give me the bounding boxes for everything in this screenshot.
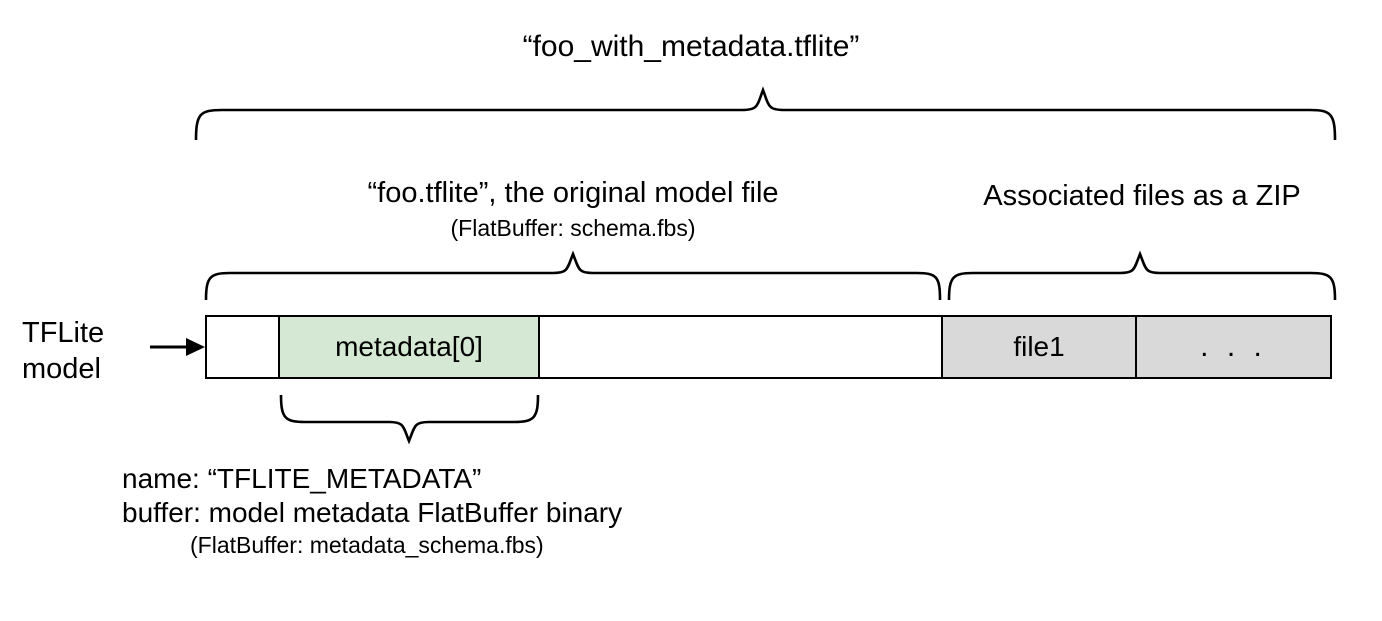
source-label-line1: TFLite: [22, 317, 105, 349]
source-label-line2: model: [22, 353, 101, 385]
left-group-sublabel: (FlatBuffer: schema.fbs): [450, 215, 696, 241]
brace-whole-file: [194, 86, 1337, 141]
page-title: “foo_with_metadata.tflite”: [522, 30, 860, 63]
metadata-note-schema: (FlatBuffer: metadata_schema.fbs): [190, 532, 544, 558]
source-arrow-head: [186, 338, 205, 356]
brace-original-model-file: [204, 250, 942, 301]
left-group-label: “foo.tflite”, the original model file: [367, 177, 779, 209]
source-label: TFLite model: [22, 315, 162, 387]
brace-associated-files: [947, 250, 1337, 301]
segment-more-files[interactable]: . . .: [1135, 315, 1332, 379]
right-group-label: Associated files as a ZIP: [983, 180, 1301, 212]
brace-metadata-detail: [279, 394, 540, 445]
segment-file1[interactable]: file1: [941, 315, 1137, 379]
metadata-note: name: “TFLITE_METADATA” buffer: model me…: [122, 462, 622, 560]
segment-metadata[interactable]: metadata[0]: [278, 315, 540, 379]
metadata-note-buffer: buffer: model metadata FlatBuffer binary: [122, 497, 623, 528]
segment-more-files-label: . . .: [1200, 330, 1267, 363]
metadata-note-name: name: “TFLITE_METADATA”: [122, 463, 482, 494]
segment-file1-label: file1: [1013, 331, 1065, 362]
segment-metadata-label: metadata[0]: [335, 331, 483, 362]
